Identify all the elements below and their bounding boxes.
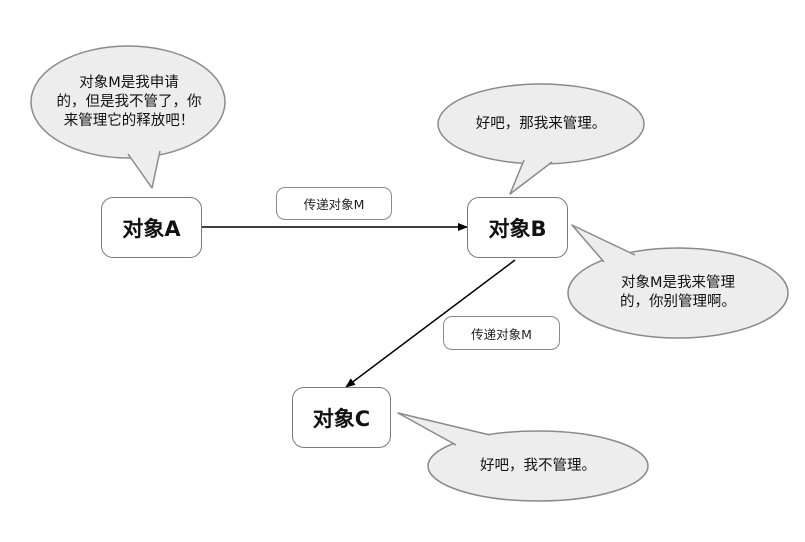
speech-bubble-b-top [437, 83, 645, 195]
bubble-a-line-3: 来管理它的释放吧！ [63, 112, 195, 129]
bubble-b-right-line-1: 对象M是我来管理 [620, 275, 735, 291]
bubble-b-top-line-1: 好吧，那我来管理。 [475, 115, 607, 132]
bubble-a-text: 对象M是我申请 的，但是我不管了，你 来管理它的释放吧！ [33, 66, 225, 138]
bubble-b-top-text: 好吧，那我来管理。 [440, 110, 642, 138]
edge-label-a-to-b: 传递对象M [276, 187, 392, 220]
edge-label-b-to-c: 传递对象M [443, 316, 560, 350]
bubble-a-line-1: 对象M是我申请 [79, 74, 179, 91]
bubble-c-text: 好吧，我不管理。 [432, 453, 644, 479]
speech-bubble-b-right [567, 224, 789, 339]
bubble-b-right-line-2: 的，你别管理啊。 [620, 294, 736, 310]
speech-bubble-a [30, 45, 226, 189]
bubble-c-line-1: 好吧，我不管理。 [480, 457, 596, 474]
arrow-b-to-c [345, 259, 516, 388]
node-object-c: 对象C [292, 387, 391, 448]
node-object-a: 对象A [101, 197, 202, 258]
bubble-b-right-text: 对象M是我来管理 的，你别管理啊。 [572, 272, 784, 314]
bubble-a-line-2: 的，但是我不管了，你 [56, 93, 202, 110]
speech-bubble-c [397, 412, 649, 502]
node-object-b: 对象B [467, 197, 568, 258]
